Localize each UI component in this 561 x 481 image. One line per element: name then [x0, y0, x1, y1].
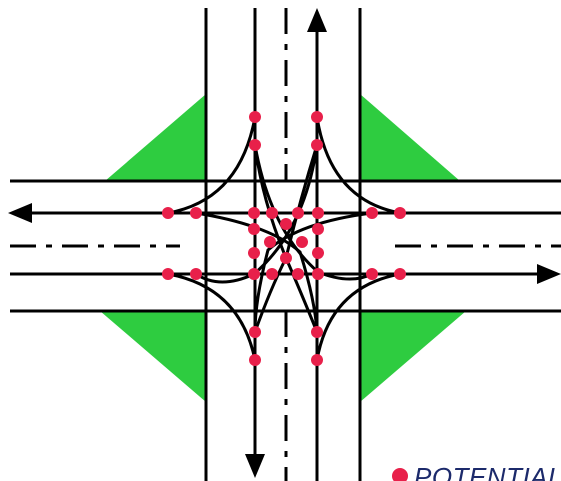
conflict-point [366, 207, 378, 219]
conflict-point [394, 268, 406, 280]
conflict-points [162, 111, 406, 366]
conflict-point [311, 139, 323, 151]
arrow-right-icon [537, 264, 561, 284]
arrow-down-icon [245, 454, 265, 478]
left-turn-path-1 [253, 144, 373, 281]
turn-arc-top-left [167, 116, 257, 215]
conflict-point [366, 268, 378, 280]
conflict-point [292, 268, 304, 280]
conflict-point [296, 236, 308, 248]
conflict-point [266, 207, 278, 219]
conflict-point [266, 268, 278, 280]
conflict-point [248, 268, 260, 280]
conflict-point [312, 223, 324, 235]
conflict-point [292, 207, 304, 219]
conflict-point [162, 268, 174, 280]
conflict-point [190, 207, 202, 219]
conflict-point [249, 111, 261, 123]
corner-island-bottom-left [100, 311, 206, 402]
arrow-up-icon [307, 8, 327, 32]
conflict-point [162, 207, 174, 219]
conflict-point [264, 236, 276, 248]
turn-arc-top-right [315, 116, 401, 215]
corner-island-top-right [360, 94, 460, 181]
left-turn-path-4 [253, 211, 373, 333]
conflict-point [249, 326, 261, 338]
conflict-point [311, 111, 323, 123]
conflict-point [248, 223, 260, 235]
legend: POTENTIAL [392, 462, 561, 481]
legend-label: POTENTIAL [414, 462, 561, 481]
conflict-point [312, 247, 324, 259]
conflict-point [394, 207, 406, 219]
conflict-point [312, 207, 324, 219]
arrow-left-icon [8, 203, 32, 223]
conflict-point [190, 268, 202, 280]
corner-islands [100, 94, 466, 402]
turn-arc-bottom-left [167, 272, 257, 361]
direction-arrows [8, 8, 561, 478]
conflict-point [312, 268, 324, 280]
roadway-lines [10, 8, 561, 481]
turn-arc-bottom-right [315, 272, 401, 361]
conflict-point [248, 207, 260, 219]
conflict-point [249, 139, 261, 151]
conflict-point [311, 326, 323, 338]
legend-conflict-point-marker [392, 468, 408, 481]
conflict-point [249, 354, 261, 366]
conflict-point [248, 247, 260, 259]
conflict-point [280, 218, 292, 230]
turning-paths [167, 116, 401, 361]
corner-island-bottom-right [360, 311, 466, 402]
conflict-point [311, 354, 323, 366]
corner-island-top-left [105, 94, 206, 181]
conflict-point [280, 252, 292, 264]
left-turn-path-3 [195, 211, 319, 333]
